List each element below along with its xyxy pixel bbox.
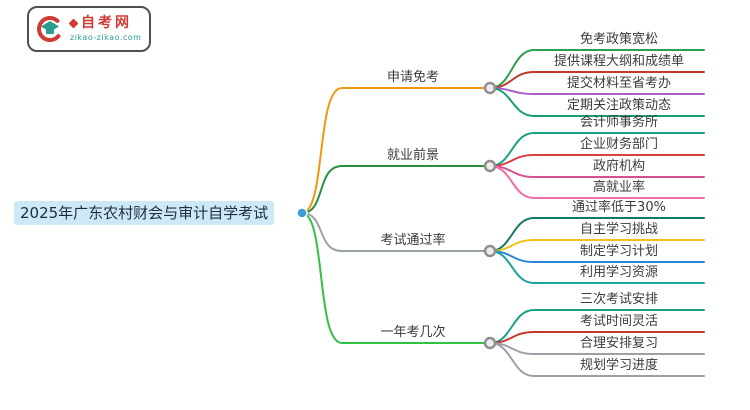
edge-branch3-child3 bbox=[489, 342, 705, 377]
root-node-circle bbox=[296, 207, 308, 219]
leaf-label-b3-3[interactable]: 规划学习进度 bbox=[579, 358, 658, 373]
branch-node-circle-pass-rate bbox=[483, 244, 497, 258]
leaf-label-b1-1[interactable]: 企业财务部门 bbox=[579, 137, 658, 152]
branch-label-career-prospects[interactable]: 就业前景 bbox=[386, 148, 439, 163]
edge-root-to-branch-pass-rate bbox=[301, 212, 485, 252]
leaf-label-b2-3[interactable]: 利用学习资源 bbox=[579, 265, 658, 280]
branch-node-circle-apply-exemption bbox=[483, 81, 497, 95]
root-node[interactable]: 2025年广东农村财会与审计自学考试 bbox=[14, 201, 275, 225]
branch-label-exams-per-year[interactable]: 一年考几次 bbox=[380, 325, 446, 340]
leaf-label-b1-3[interactable]: 高就业率 bbox=[592, 180, 645, 195]
leaf-label-b2-0[interactable]: 通过率低于30% bbox=[572, 200, 666, 215]
leaf-label-b2-2[interactable]: 制定学习计划 bbox=[579, 244, 658, 259]
leaf-label-b2-1[interactable]: 自主学习挑战 bbox=[579, 222, 658, 237]
branch-node-circle-career-prospects bbox=[483, 159, 497, 173]
edge-root-to-branch-apply-exemption bbox=[301, 87, 485, 214]
branch-label-apply-exemption[interactable]: 申请免考 bbox=[386, 70, 439, 85]
leaf-label-b3-2[interactable]: 合理安排复习 bbox=[579, 336, 658, 351]
edge-root-to-branch-career-prospects bbox=[301, 165, 485, 214]
leaf-label-b1-0[interactable]: 会计师事务所 bbox=[579, 115, 658, 130]
edge-branch2-child3 bbox=[489, 250, 705, 284]
leaf-label-b3-0[interactable]: 三次考试安排 bbox=[579, 292, 658, 307]
mini-cap-icon bbox=[68, 18, 79, 28]
leaf-label-b0-2[interactable]: 提交材料至省考办 bbox=[566, 76, 671, 91]
edge-branch0-child3 bbox=[489, 87, 705, 117]
logo-domain: zikao-zikao.com bbox=[70, 33, 142, 42]
zikao-logo-icon bbox=[37, 16, 63, 42]
leaf-label-b0-1[interactable]: 提供课程大纲和成绩单 bbox=[553, 54, 684, 69]
logo-box: 自考网 zikao-zikao.com bbox=[27, 6, 151, 52]
logo-title: 自考网 bbox=[81, 15, 132, 31]
leaf-label-b0-0[interactable]: 免考政策宽松 bbox=[579, 32, 658, 47]
edge-root-to-branch-exams-per-year bbox=[301, 212, 485, 344]
leaf-label-b0-3[interactable]: 定期关注政策动态 bbox=[566, 98, 671, 113]
edge-branch1-child3 bbox=[489, 165, 705, 199]
leaf-label-b1-2[interactable]: 政府机构 bbox=[592, 159, 645, 174]
leaf-label-b3-1[interactable]: 考试时间灵活 bbox=[579, 314, 658, 329]
branch-node-circle-exams-per-year bbox=[483, 336, 497, 350]
branch-label-pass-rate[interactable]: 考试通过率 bbox=[380, 233, 446, 248]
